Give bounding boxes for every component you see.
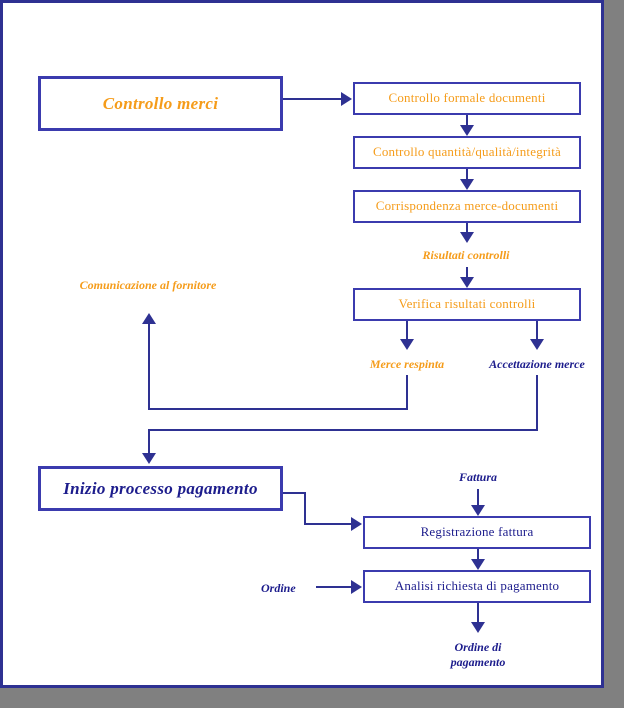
- node-registrazione-fattura[interactable]: Registrazione fattura: [363, 516, 595, 553]
- diagram-sheet: Controllo merci Controllo formale docume…: [0, 0, 604, 688]
- node-analisi-richiesta[interactable]: Analisi richiesta di pagamento: [363, 570, 595, 607]
- connector-fattura-to-registrazione: [477, 489, 479, 509]
- arrowhead-registrazione-to-analisi: [471, 559, 485, 570]
- connector-inizio-right: [283, 492, 306, 494]
- arrowhead-fattura-to-registrazione: [471, 505, 485, 516]
- label-ordine-di-pagamento-line1: Ordine di: [454, 640, 502, 654]
- connector-quantita-to-corrispondenza: [466, 169, 468, 183]
- arrowhead-verifica-to-accettazione: [530, 339, 544, 350]
- label-merce-respinta: Merce respinta: [369, 357, 445, 371]
- arrowhead-verifica-to-respinta: [400, 339, 414, 350]
- node-registrazione-fattura-label: Registrazione fattura: [420, 524, 534, 540]
- node-controllo-formale[interactable]: Controllo formale documenti: [353, 82, 585, 119]
- connector-respinta-left: [148, 408, 408, 410]
- arrowhead-risultati-to-verifica: [460, 277, 474, 288]
- label-risultati-controlli: Risultati controlli: [422, 248, 510, 262]
- connector-inizio-to-registrazione: [304, 523, 356, 525]
- connector-ordine-to-analisi: [316, 586, 356, 588]
- connector-respinta-down: [406, 375, 408, 410]
- connector-formale-to-quantita: [466, 115, 468, 129]
- node-controllo-quantita[interactable]: Controllo quantità/qualità/integrità: [353, 136, 585, 173]
- node-corrispondenza[interactable]: Corrispondenza merce-documenti: [353, 190, 585, 227]
- connector-registrazione-to-analisi: [477, 549, 479, 563]
- connector-analisi-to-ordine-pagamento: [477, 603, 479, 626]
- connector-merci-to-formale: [283, 98, 346, 100]
- label-accettazione-merce: Accettazione merce: [489, 357, 585, 371]
- connector-verifica-to-respinta: [406, 321, 408, 343]
- node-inizio-processo-pagamento[interactable]: Inizio processo pagamento: [38, 466, 286, 514]
- label-ordine: Ordine: [261, 581, 296, 595]
- arrowhead-inizio-to-registrazione: [351, 517, 362, 531]
- node-verifica-risultati[interactable]: Verifica risultati controlli: [353, 288, 585, 325]
- connector-verifica-to-accettazione: [536, 321, 538, 343]
- connector-inizio-step-down: [304, 492, 306, 525]
- label-fattura: Fattura: [458, 470, 497, 484]
- connector-risultati-to-verifica: [466, 267, 468, 281]
- connector-accettazione-left: [148, 429, 538, 431]
- node-controllo-formale-label: Controllo formale documenti: [388, 90, 546, 106]
- connector-accettazione-down: [536, 375, 538, 431]
- arrowhead-quantita-to-corrispondenza: [460, 179, 474, 190]
- node-inizio-processo-pagamento-label: Inizio processo pagamento: [63, 478, 258, 498]
- arrowhead-formale-to-quantita: [460, 125, 474, 136]
- node-corrispondenza-label: Corrispondenza merce-documenti: [375, 198, 559, 214]
- connector-corrispondenza-to-risultati: [466, 223, 468, 236]
- label-comunicazione-al-fornitore: Comunicazione al fornitore: [79, 278, 217, 292]
- connector-accettazione-down-to-inizio: [148, 429, 150, 457]
- node-verifica-risultati-label: Verifica risultati controlli: [398, 296, 536, 312]
- arrowhead-merci-to-formale: [341, 92, 352, 106]
- arrowhead-corrispondenza-to-risultati: [460, 232, 474, 243]
- arrowhead-ordine-to-analisi: [351, 580, 362, 594]
- arrowhead-respinta-to-fornitore: [142, 313, 156, 324]
- node-controllo-merci-label: Controllo merci: [102, 93, 219, 113]
- label-ordine-di-pagamento-line2: pagamento: [450, 655, 506, 669]
- node-analisi-richiesta-label: Analisi richiesta di pagamento: [394, 578, 560, 594]
- arrowhead-analisi-to-ordine-pagamento: [471, 622, 485, 633]
- connector-respinta-up-to-fornitore: [148, 321, 150, 410]
- node-controllo-merci[interactable]: Controllo merci: [38, 76, 286, 134]
- node-controllo-quantita-label: Controllo quantità/qualità/integrità: [372, 144, 562, 160]
- arrowhead-accettazione-to-inizio: [142, 453, 156, 464]
- label-ordine-di-pagamento: Ordine di pagamento: [407, 640, 549, 670]
